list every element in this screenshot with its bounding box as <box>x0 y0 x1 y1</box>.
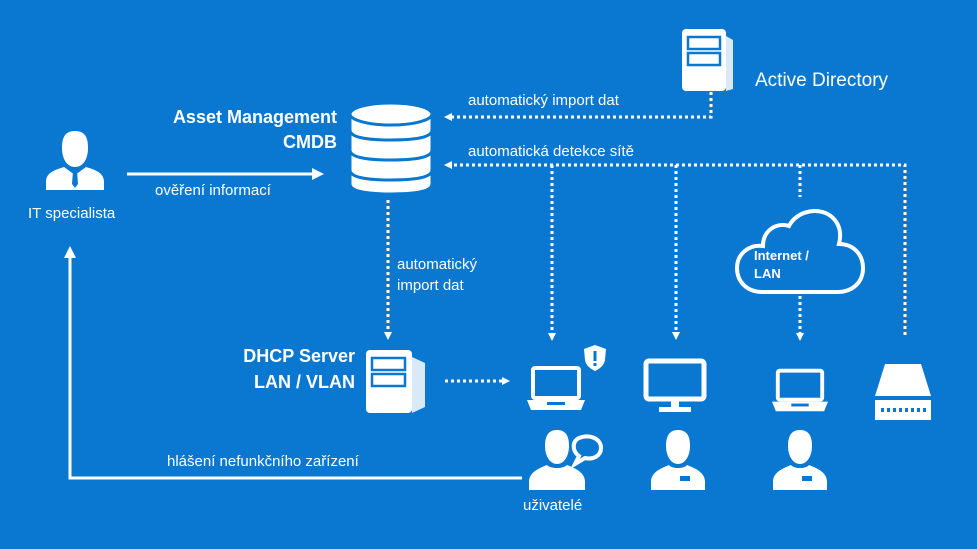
dhcp-title: DHCP Server <box>243 346 355 366</box>
active-directory-label: Active Directory <box>755 70 889 91</box>
cloud-label-line1: Internet / <box>754 248 809 263</box>
laptop-icon <box>527 366 585 410</box>
users-label: uživatelé <box>523 497 583 514</box>
dhcp-import-label-line2: import dat <box>397 277 464 294</box>
ad-import-label: automatický import dat <box>468 92 619 109</box>
detection-connector <box>444 161 907 335</box>
cloud-icon <box>734 209 866 294</box>
user-person-icon <box>651 430 705 490</box>
dhcp-subtitle: LAN / VLAN <box>254 372 355 392</box>
network-detection-label: automatická detekce sítě <box>468 143 634 160</box>
desktop-monitor-icon <box>643 358 707 412</box>
failure-report-label: hlášení nefunkčního zařízení <box>167 453 359 470</box>
cmdb-title: Asset Management <box>172 107 337 127</box>
failure-report-arrow <box>64 246 522 480</box>
cloud-label-line2: LAN <box>754 266 781 281</box>
user-person-icon <box>773 430 827 490</box>
verification-label: ověření informací <box>155 182 271 199</box>
laptop-icon <box>772 368 828 412</box>
network-device-icon <box>875 364 931 420</box>
user-chat-person-icon <box>529 430 604 490</box>
cmdb-subtitle: CMDB <box>283 132 337 152</box>
it-specialist-label: IT specialista <box>28 205 116 222</box>
it-specialist-person-icon <box>46 131 104 190</box>
ad-import-connector <box>444 92 713 121</box>
dhcp-server-icon <box>366 350 425 413</box>
active-directory-server-icon <box>682 29 733 91</box>
security-shield-icon <box>584 345 606 371</box>
database-icon <box>348 101 434 196</box>
dhcp-import-label-line1: automatický <box>397 256 478 273</box>
